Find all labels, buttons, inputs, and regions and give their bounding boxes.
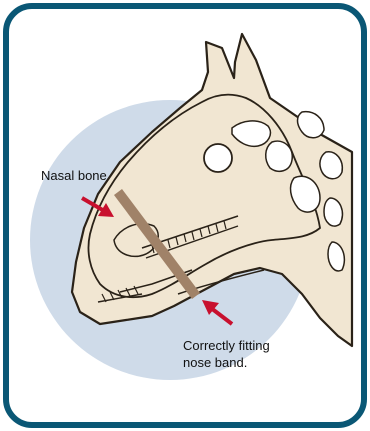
nose-band-label-line2: nose band.	[183, 354, 270, 371]
nose-band-label-line1: Correctly fitting	[183, 337, 270, 354]
nose-band-label: Correctly fitting nose band.	[183, 337, 270, 371]
nasal-bone-label: Nasal bone	[41, 167, 107, 184]
eye-socket	[204, 144, 232, 172]
skull-detail	[266, 141, 293, 171]
